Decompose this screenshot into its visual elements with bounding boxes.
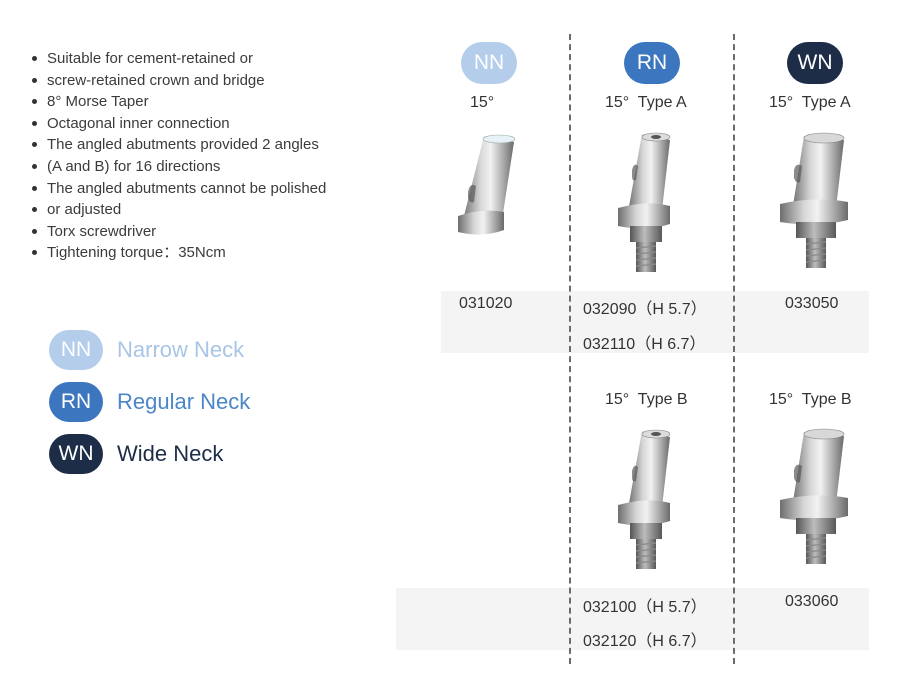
product-code: 032110（H 6.7） bbox=[583, 336, 706, 353]
column-divider bbox=[733, 34, 735, 664]
wn-type-a-abutment-image bbox=[780, 132, 848, 268]
product-code: 033050 bbox=[785, 295, 839, 312]
feature-item: or adjusted bbox=[30, 199, 370, 221]
product-code: 032100（H 5.7） bbox=[583, 599, 707, 616]
product-code: 031020 bbox=[459, 295, 513, 312]
feature-list: Suitable for cement-retained or screw-re… bbox=[30, 48, 370, 264]
column-badge-wn: WN bbox=[787, 42, 843, 84]
legend-badge-nn: NN bbox=[49, 330, 103, 370]
legend-label-nn: Narrow Neck bbox=[117, 337, 245, 362]
code-row-shade-2 bbox=[396, 588, 869, 650]
legend-row-rn: RN Regular Neck bbox=[49, 376, 250, 428]
feature-item: The angled abutments provided 2 angles bbox=[30, 134, 370, 156]
wn-row2-title: 15° Type B bbox=[769, 391, 852, 408]
legend-label-wn: Wide Neck bbox=[117, 441, 224, 466]
rn-row1-title: 15° Type A bbox=[605, 94, 687, 111]
legend-badge-wn: WN bbox=[49, 434, 103, 474]
wn-type-b-abutment-image bbox=[780, 428, 848, 564]
feature-item: (A and B) for 16 directions bbox=[30, 156, 370, 178]
legend-row-wn: WN Wide Neck bbox=[49, 428, 250, 480]
wn-row1-title: 15° Type A bbox=[769, 94, 851, 111]
column-divider bbox=[569, 34, 571, 664]
legend-row-nn: NN Narrow Neck bbox=[49, 324, 250, 376]
product-code: 032120（H 6.7） bbox=[583, 633, 707, 650]
rn-row2-title: 15° Type B bbox=[605, 391, 688, 408]
product-code: 032090（H 5.7） bbox=[583, 301, 707, 318]
code-row-shade-1 bbox=[441, 291, 869, 353]
feature-item: screw-retained crown and bridge bbox=[30, 70, 370, 92]
rn-type-b-abutment-image bbox=[618, 429, 671, 569]
feature-item: Octagonal inner connection bbox=[30, 113, 370, 135]
product-code: 033060 bbox=[785, 593, 839, 610]
feature-item: 8° Morse Taper bbox=[30, 91, 370, 113]
legend-label-rn: Regular Neck bbox=[117, 389, 251, 414]
legend-badge-rn: RN bbox=[49, 382, 103, 422]
nn-abutment-image bbox=[458, 134, 516, 235]
feature-item: The angled abutments cannot be polished bbox=[30, 178, 370, 200]
neck-legend: NN Narrow Neck RN Regular Neck WN Wide N… bbox=[49, 324, 250, 480]
feature-item: Suitable for cement-retained or bbox=[30, 48, 370, 70]
rn-type-a-abutment-image bbox=[618, 132, 671, 272]
column-badge-nn: NN bbox=[461, 42, 517, 84]
feature-item: Torx screwdriver bbox=[30, 221, 370, 243]
feature-item: Tightening torque：35Ncm bbox=[30, 242, 370, 264]
column-badge-rn: RN bbox=[624, 42, 680, 84]
nn-row1-title: 15° bbox=[470, 94, 495, 111]
